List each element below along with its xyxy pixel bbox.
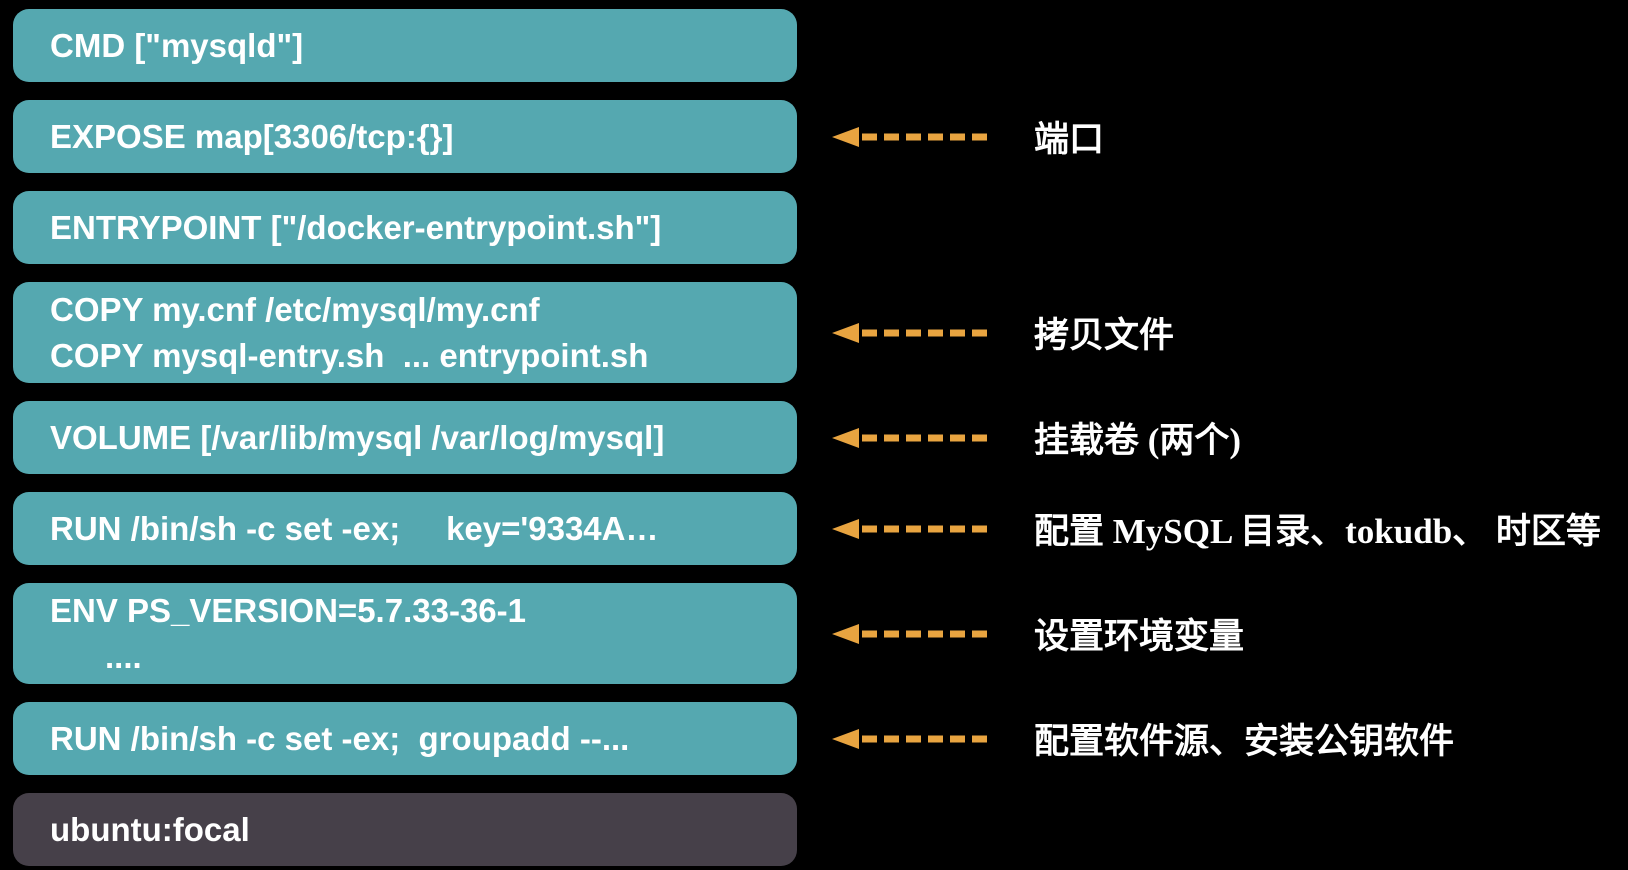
layer-box-expose: EXPOSE map[3306/tcp:{}] — [13, 100, 797, 173]
dashed-left-arrow-icon — [832, 728, 994, 749]
annotation-configure-mysql-label: 配置 MySQL 目录、tokudb、 时区等 — [1034, 512, 1601, 551]
layer-box-copy: COPY my.cnf /etc/mysql/my.cnf COPY mysql… — [13, 282, 797, 383]
layer-expose-text: EXPOSE map[3306/tcp:{}] — [50, 117, 454, 155]
base-image-box: ubuntu:focal — [13, 793, 797, 866]
annotation-software-sources: 配置软件源、安装公钥软件 — [832, 713, 1454, 764]
layer-row-volume: VOLUME [/var/lib/mysql /var/log/mysql] 挂… — [13, 401, 1628, 474]
layer-cmd-text: CMD ["mysqld"] — [50, 26, 304, 64]
dashed-left-arrow-icon — [832, 427, 994, 448]
layer-volume-text: VOLUME [/var/lib/mysql /var/log/mysql] — [50, 418, 665, 456]
layer-run-sources-text: RUN /bin/sh -c set -ex; groupadd --... — [50, 719, 630, 757]
annotation-volumes: 挂载卷 (两个) — [832, 412, 1241, 463]
annotation-copy-files-label: 拷贝文件 — [1034, 316, 1175, 355]
layer-row-run-sources: RUN /bin/sh -c set -ex; groupadd --... 配… — [13, 702, 1628, 775]
annotation-port-label: 端口 — [1034, 120, 1105, 159]
annotation-port: 端口 — [832, 111, 1104, 162]
dashed-left-arrow-icon — [832, 126, 994, 147]
annotation-env-vars: 设置环境变量 — [832, 608, 1244, 659]
layer-row-expose: EXPOSE map[3306/tcp:{}] 端口 — [13, 100, 1628, 173]
layer-box-volume: VOLUME [/var/lib/mysql /var/log/mysql] — [13, 401, 797, 474]
layer-row-cmd: CMD ["mysqld"] — [13, 9, 1628, 82]
layer-env-text-line2: .... — [50, 637, 142, 675]
dashed-left-arrow-icon — [832, 322, 994, 343]
layer-row-env: ENV PS_VERSION=5.7.33-36-1 .... 设置环境变量 — [13, 583, 1628, 684]
layer-box-cmd: CMD ["mysqld"] — [13, 9, 797, 82]
annotation-volumes-label: 挂载卷 (两个) — [1034, 421, 1242, 460]
dashed-left-arrow-icon — [832, 518, 994, 539]
layer-row-base-image: ubuntu:focal — [13, 793, 1628, 866]
dashed-left-arrow-icon — [832, 623, 994, 644]
layer-copy-text-line2: COPY mysql-entry.sh ... entrypoint.sh — [50, 336, 649, 374]
layer-row-run-config: RUN /bin/sh -c set -ex; key='9334A… 配置 M… — [13, 492, 1628, 565]
layer-run-config-text: RUN /bin/sh -c set -ex; key='9334A… — [50, 509, 659, 547]
layer-env-text-line1: ENV PS_VERSION=5.7.33-36-1 — [50, 591, 526, 629]
base-image-text: ubuntu:focal — [50, 810, 250, 848]
annotation-configure-mysql: 配置 MySQL 目录、tokudb、 时区等 — [832, 503, 1601, 554]
layer-row-entrypoint: ENTRYPOINT ["/docker-entrypoint.sh"] — [13, 191, 1628, 264]
annotation-copy-files: 拷贝文件 — [832, 307, 1174, 358]
layer-row-copy: COPY my.cnf /etc/mysql/my.cnf COPY mysql… — [13, 282, 1628, 383]
layer-entrypoint-text: ENTRYPOINT ["/docker-entrypoint.sh"] — [50, 208, 662, 246]
layer-box-run-config: RUN /bin/sh -c set -ex; key='9334A… — [13, 492, 797, 565]
layer-copy-text-line1: COPY my.cnf /etc/mysql/my.cnf — [50, 290, 540, 328]
layer-box-run-sources: RUN /bin/sh -c set -ex; groupadd --... — [13, 702, 797, 775]
annotation-software-sources-label: 配置软件源、安装公钥软件 — [1034, 722, 1455, 761]
annotation-env-vars-label: 设置环境变量 — [1034, 617, 1245, 656]
layer-box-env: ENV PS_VERSION=5.7.33-36-1 .... — [13, 583, 797, 684]
layer-box-entrypoint: ENTRYPOINT ["/docker-entrypoint.sh"] — [13, 191, 797, 264]
